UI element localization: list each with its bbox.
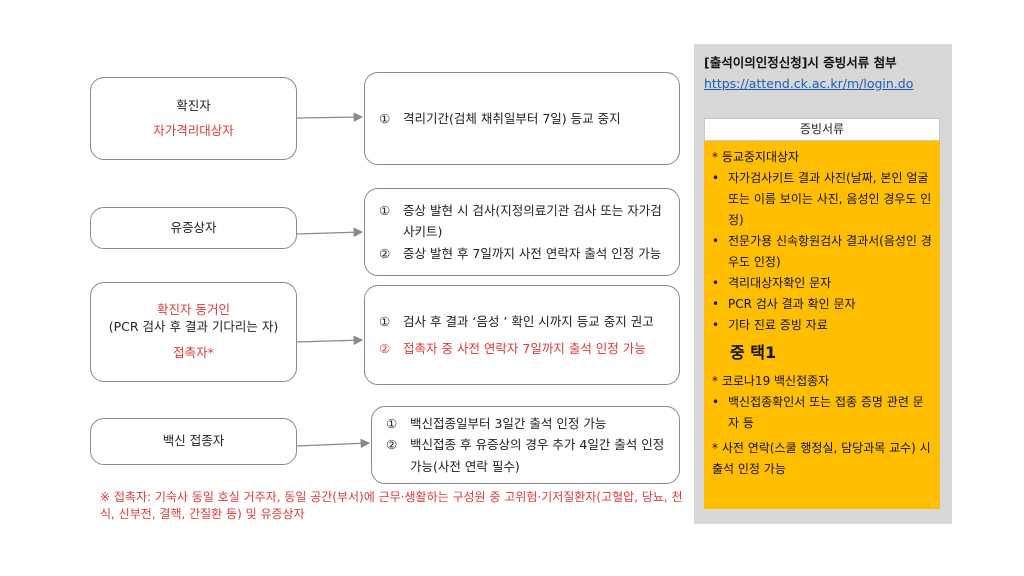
panel-title: [출석이의인정신청]시 증빙서류 첨부: [704, 55, 897, 70]
action-item: ① 증상 발현 시 검사(지정의료기관 검사 또는 자가검사키트): [379, 200, 667, 243]
category-vaccinated: 백신 접종자: [90, 418, 297, 465]
list-item: •백신접종확인서 또는 접종 증명 관련 문자 등: [712, 392, 932, 434]
item-text: 격리기간(검체 채취일부터 7일) 등교 중지: [403, 110, 621, 126]
item-number: ①: [379, 313, 391, 329]
list-item: •자가검사키트 결과 사진(날짜, 본인 얼굴 또는 이름 보이는 사진, 음성…: [712, 168, 932, 231]
action-box-3: ① 검사 후 결과 ‘음성 ’ 확인 시까지 등교 중지 권고 ② 접촉자 중 …: [364, 285, 680, 385]
footnote: ※ 접촉자: 기숙사 동일 호실 거주자, 동일 공간(부서)에 근무·생활하는…: [100, 490, 683, 522]
item-number: ①: [386, 416, 398, 432]
list-item: •격리대상자확인 문자: [712, 273, 932, 294]
arrow-4: [296, 438, 371, 449]
category-title: 확진자: [176, 97, 211, 113]
bullet-icon: •: [712, 395, 720, 409]
bullet-icon: •: [712, 171, 720, 185]
action-item: ② 백신접종 후 유증상의 경우 추가 4일간 출석 인정 가능(사전 연락 필…: [386, 434, 667, 477]
item-number: ①: [379, 203, 391, 219]
item-text: 백신접종 후 유증상의 경우 추가 4일간 출석 인정 가능(사전 연락 필수): [410, 437, 665, 474]
category-confirmed: 확진자 자가격리대상자: [90, 77, 297, 160]
item-number: ①: [379, 110, 391, 126]
docs-list: * 등교중지대상자 •자가검사키트 결과 사진(날짜, 본인 얼굴 또는 이름 …: [704, 141, 940, 509]
category-subtitle: 자가격리대상자: [153, 122, 234, 138]
item-number: ②: [386, 437, 398, 453]
category-title: 확진자 동거인: [157, 301, 230, 317]
action-box-2: ① 증상 발현 시 검사(지정의료기관 검사 또는 자가검사키트) ② 증상 발…: [364, 188, 680, 276]
item-text: 증상 발현 후 7일까지 사전 연락자 출석 인정 가능: [403, 245, 662, 261]
docs-header: 증빙서류: [704, 118, 940, 141]
evidence-panel: [출석이의인정신청]시 증빙서류 첨부 https://attend.ck.ac…: [694, 44, 952, 524]
category-title: 유증상자: [170, 219, 217, 235]
list-item: •PCR 검사 결과 확인 문자: [712, 294, 932, 315]
category-symptomatic: 유증상자: [90, 207, 297, 249]
action-box-1: ① 격리기간(검체 채취일부터 7일) 등교 중지: [364, 72, 680, 165]
category-note: (PCR 검사 후 결과 기다리는 자): [108, 318, 279, 334]
group-title: * 등교중지대상자: [712, 150, 800, 164]
action-item: ① 격리기간(검체 채취일부터 7일) 등교 중지: [379, 108, 667, 129]
category-title: 백신 접종자: [162, 433, 225, 449]
action-item: ① 검사 후 결과 ‘음성 ’ 확인 시까지 등교 중지 권고: [379, 311, 667, 332]
action-box-4: ① 백신접종일부터 3일간 출석 인정 가능 ② 백신접종 후 유증상의 경우 …: [371, 406, 680, 484]
arrow-2: [296, 227, 364, 238]
closing-note: * 사전 연락(스쿨 행정실, 담당과목 교수) 시 출석 인정 가능: [712, 441, 931, 476]
item-text: 검사 후 결과 ‘음성 ’ 확인 시까지 등교 중지 권고: [403, 313, 654, 329]
bullet-icon: •: [712, 276, 720, 290]
group-title: * 코로나19 백신접종자: [712, 374, 830, 388]
list-item: •전문가용 신속항원검사 결과서(음성인 경우도 인정): [712, 231, 932, 273]
item-text: 증상 발현 시 검사(지정의료기관 검사 또는 자가검사키트): [403, 203, 662, 240]
bullet-icon: •: [712, 297, 720, 311]
action-item: ② 증상 발현 후 7일까지 사전 연락자 출석 인정 가능: [379, 243, 667, 264]
category-household: 확진자 동거인 (PCR 검사 후 결과 기다리는 자) 접촉자*: [90, 282, 297, 382]
item-text: 접촉자 중 사전 연락자 7일까지 출석 인정 가능: [403, 341, 646, 356]
action-item: ② 접촉자 중 사전 연락자 7일까지 출석 인정 가능: [379, 338, 667, 359]
item-text: 백신접종일부터 3일간 출석 인정 가능: [410, 416, 607, 432]
bullet-icon: •: [712, 234, 720, 248]
choose-one: 중 택1: [730, 343, 777, 362]
list-item: •기타 진료 증빙 자료: [712, 315, 932, 336]
arrow-1: [296, 112, 364, 122]
bullet-icon: •: [712, 318, 720, 332]
category-subtitle: 접촉자*: [173, 345, 214, 361]
attend-link[interactable]: https://attend.ck.ac.kr/m/login.do: [704, 76, 914, 91]
item-number: ②: [379, 245, 391, 261]
action-item: ① 백신접종일부터 3일간 출석 인정 가능: [386, 413, 667, 434]
arrow-3: [296, 335, 364, 346]
item-number: ②: [379, 341, 391, 356]
